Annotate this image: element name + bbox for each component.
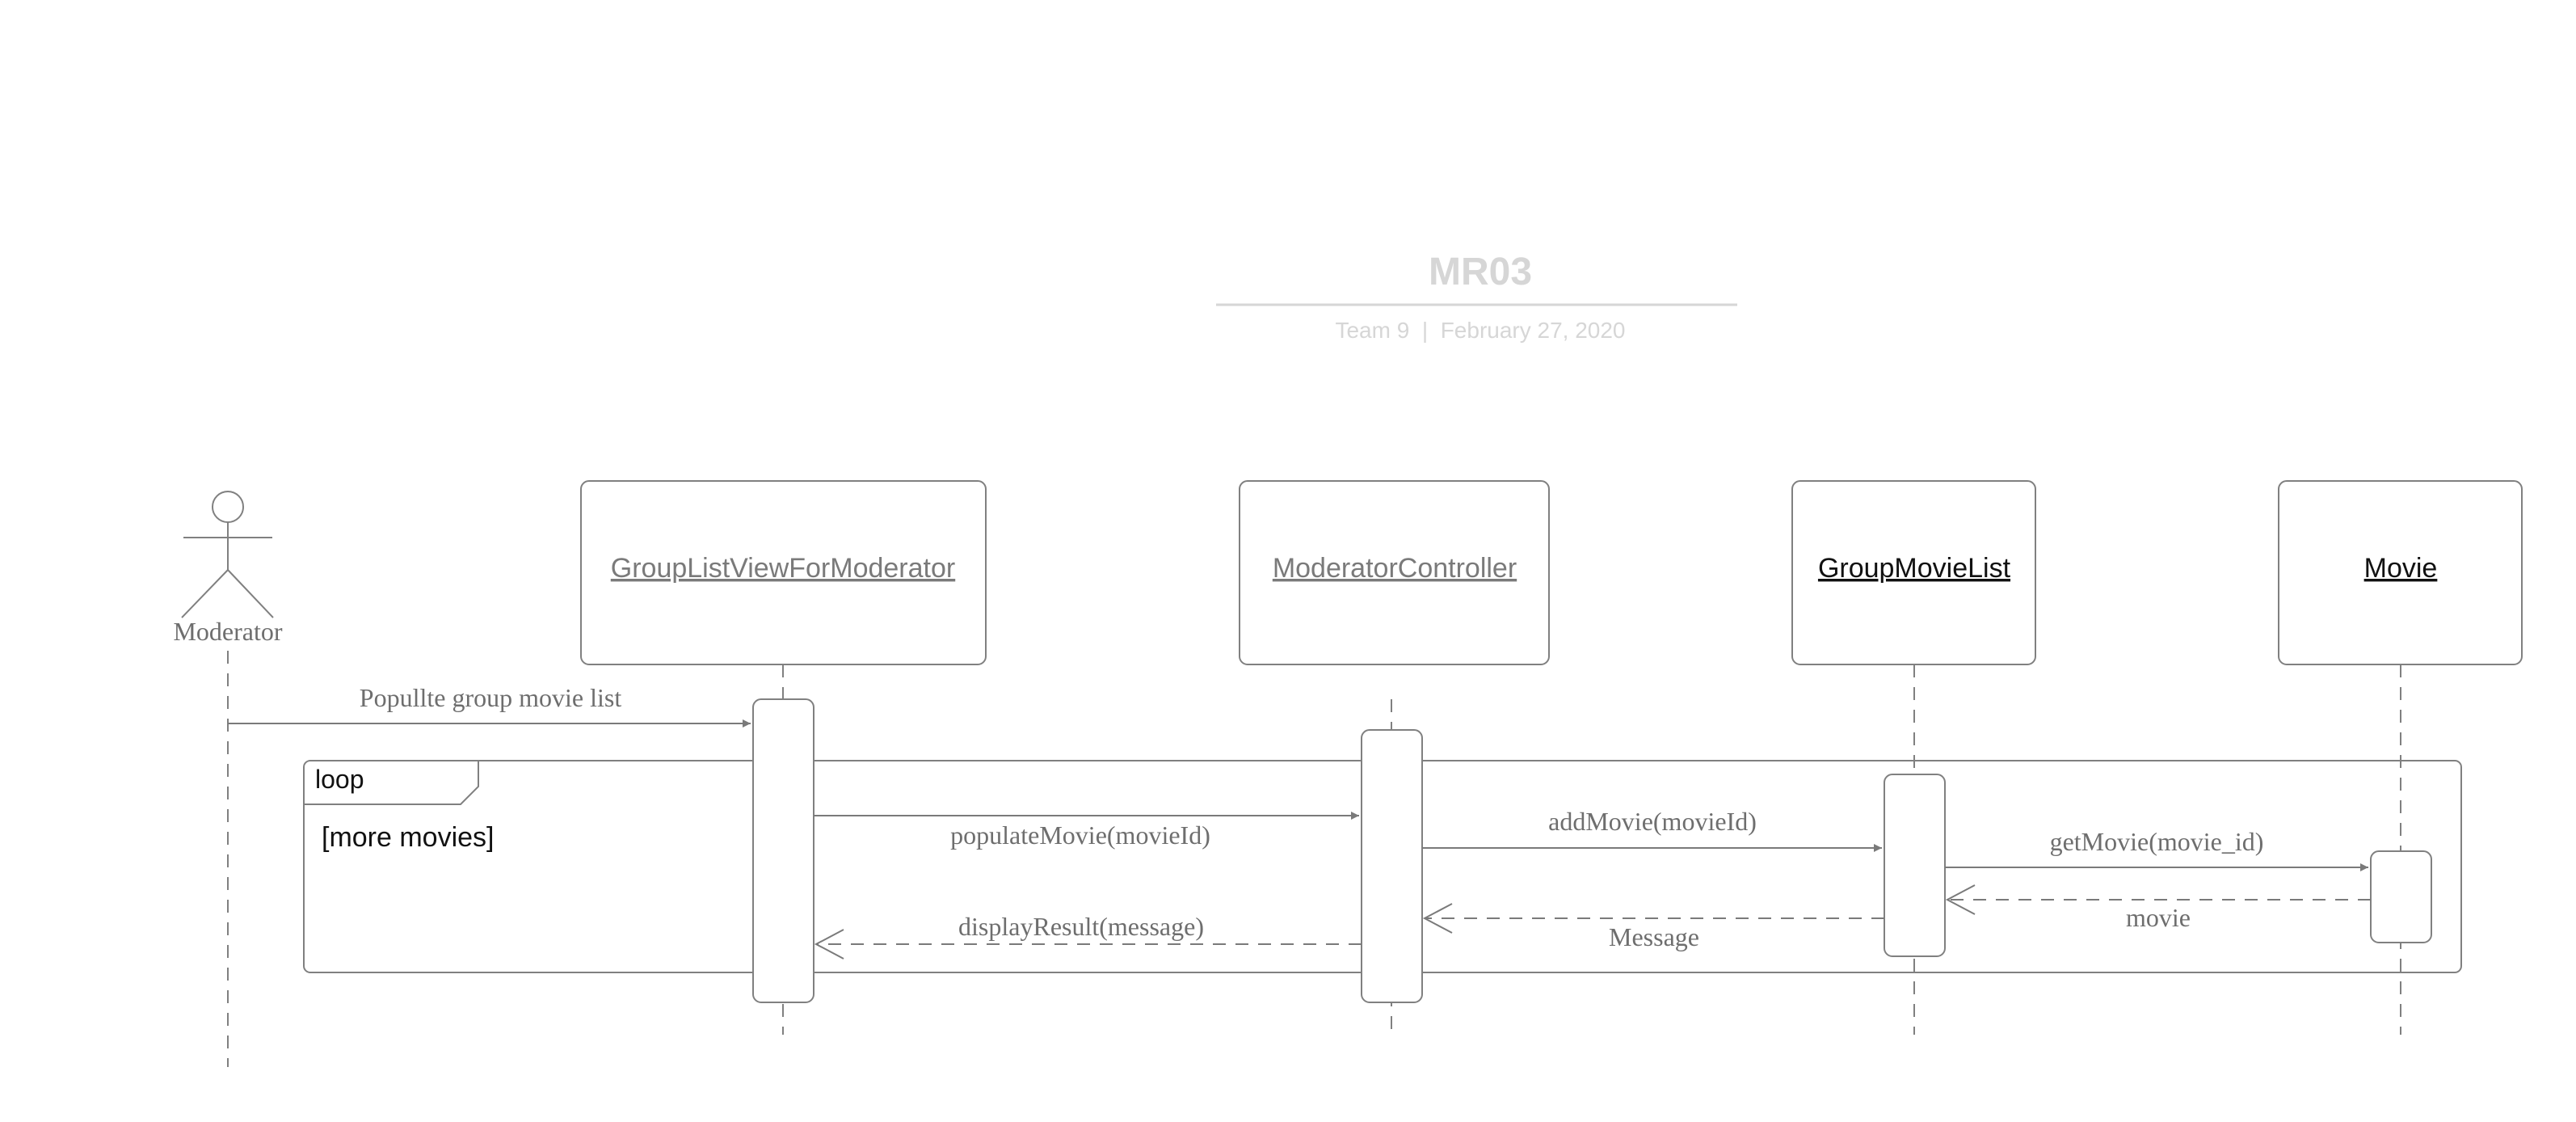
message-label: displayResult(message) bbox=[958, 912, 1204, 941]
participant-label: ModeratorController bbox=[1273, 553, 1517, 584]
activation-moderatorcontroller bbox=[1361, 729, 1423, 1003]
participant-moderatorcontroller: ModeratorController bbox=[1239, 480, 1550, 665]
message-label: Popullte group movie list bbox=[360, 683, 622, 712]
message-return-message: Message bbox=[1422, 903, 1884, 951]
message-label: Message bbox=[1609, 922, 1699, 951]
loop-tag: loop bbox=[315, 765, 364, 794]
loop-guard: [more movies] bbox=[322, 822, 495, 853]
participant-box bbox=[1791, 480, 2036, 665]
message-label: addMovie(movieId) bbox=[1548, 807, 1757, 836]
diagram-subtitle: Team 9 | February 27, 2020 bbox=[1335, 318, 1625, 343]
message-label: movie bbox=[2126, 903, 2191, 932]
participant-box bbox=[580, 480, 987, 665]
message-label: populateMovie(movieId) bbox=[950, 820, 1210, 850]
message-label: getMovie(movie_id) bbox=[2050, 827, 2264, 856]
message-display-result: displayResult(message) bbox=[814, 912, 1362, 960]
open-arrowhead bbox=[814, 929, 844, 960]
message-populate-group: Popullte group movie list bbox=[228, 683, 751, 728]
message-return-movie: movie bbox=[1945, 884, 2371, 932]
participant-groupmovielist: GroupMovieList bbox=[1791, 480, 2036, 665]
open-arrowhead bbox=[1422, 903, 1453, 934]
open-arrowhead bbox=[1945, 884, 1976, 915]
activations bbox=[752, 698, 2432, 1003]
activation-grouplistview bbox=[752, 698, 814, 1003]
participant-grouplistview: GroupListViewForModerator bbox=[580, 480, 987, 665]
diagram-title: MR03 bbox=[1429, 251, 1532, 293]
participant-label: Movie bbox=[2364, 553, 2438, 584]
message-populate-movie: populateMovie(movieId) bbox=[814, 812, 1359, 850]
message-get-movie: getMovie(movie_id) bbox=[1945, 827, 2368, 871]
diagram-header: MR03 Team 9 | February 27, 2020 bbox=[1216, 251, 1737, 343]
actor-label: Moderator bbox=[173, 617, 282, 646]
activation-groupmovielist bbox=[1884, 774, 1946, 957]
participant-movie: Movie bbox=[2278, 480, 2523, 665]
actor-right-leg bbox=[227, 569, 274, 618]
loop-tag-border bbox=[304, 761, 479, 805]
lifelines bbox=[227, 651, 2401, 1067]
participant-box bbox=[1239, 480, 1550, 665]
message-add-movie: addMovie(movieId) bbox=[1422, 807, 1882, 852]
participant-label: GroupListViewForModerator bbox=[611, 553, 955, 584]
participant-box bbox=[2278, 480, 2523, 665]
actor-left-leg bbox=[181, 569, 229, 618]
activation-movie bbox=[2370, 850, 2432, 943]
actor-moderator bbox=[181, 491, 274, 618]
actor-head bbox=[212, 491, 244, 523]
participant-label: GroupMovieList bbox=[1818, 553, 2011, 584]
